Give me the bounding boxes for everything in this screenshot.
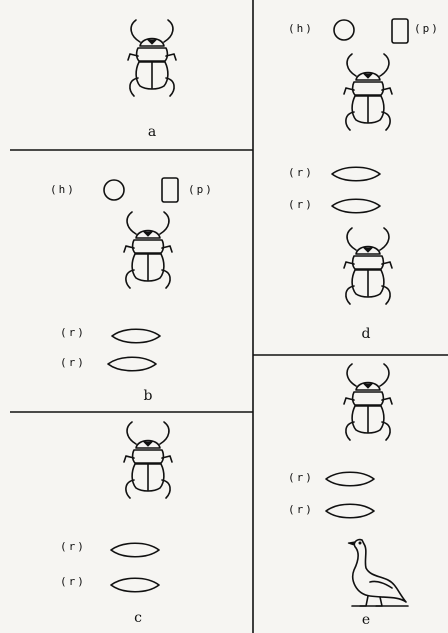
mouth-sign-icon — [107, 356, 157, 372]
mouth-sign-icon — [111, 328, 161, 344]
caption-c: c — [134, 610, 142, 626]
circle-sign-icon — [103, 179, 125, 201]
scarab-beetle-icon — [343, 227, 393, 305]
label-h: (h) — [288, 22, 314, 35]
label-r: (r) — [288, 166, 314, 179]
mouth-sign-icon — [331, 198, 381, 214]
label-p: (p) — [188, 183, 214, 196]
label-r: (r) — [288, 503, 314, 516]
label-r: (r) — [60, 575, 86, 588]
caption-b: b — [143, 388, 153, 404]
label-r: (r) — [288, 471, 314, 484]
caption-a: a — [147, 124, 157, 140]
mouth-sign-icon — [110, 542, 160, 558]
label-h: (h) — [50, 183, 76, 196]
mouth-sign-icon — [331, 166, 381, 182]
label-r: (r) — [60, 326, 86, 339]
mouth-sign-icon — [325, 471, 375, 487]
goose-icon — [347, 538, 409, 607]
mouth-sign-icon — [110, 577, 160, 593]
label-p: (p) — [414, 22, 440, 35]
scarab-beetle-icon — [343, 363, 393, 441]
rectangle-sign-icon — [161, 177, 179, 203]
scarab-beetle-icon — [123, 421, 173, 499]
label-r: (r) — [288, 198, 314, 211]
rectangle-sign-icon — [391, 18, 409, 44]
caption-e: e — [361, 612, 371, 628]
scarab-beetle-icon — [127, 19, 177, 97]
scarab-beetle-icon — [343, 53, 393, 131]
label-r: (r) — [60, 356, 86, 369]
label-r: (r) — [60, 540, 86, 553]
circle-sign-icon — [333, 19, 355, 41]
mouth-sign-icon — [325, 503, 375, 519]
scarab-beetle-icon — [123, 211, 173, 289]
caption-d: d — [361, 326, 371, 342]
